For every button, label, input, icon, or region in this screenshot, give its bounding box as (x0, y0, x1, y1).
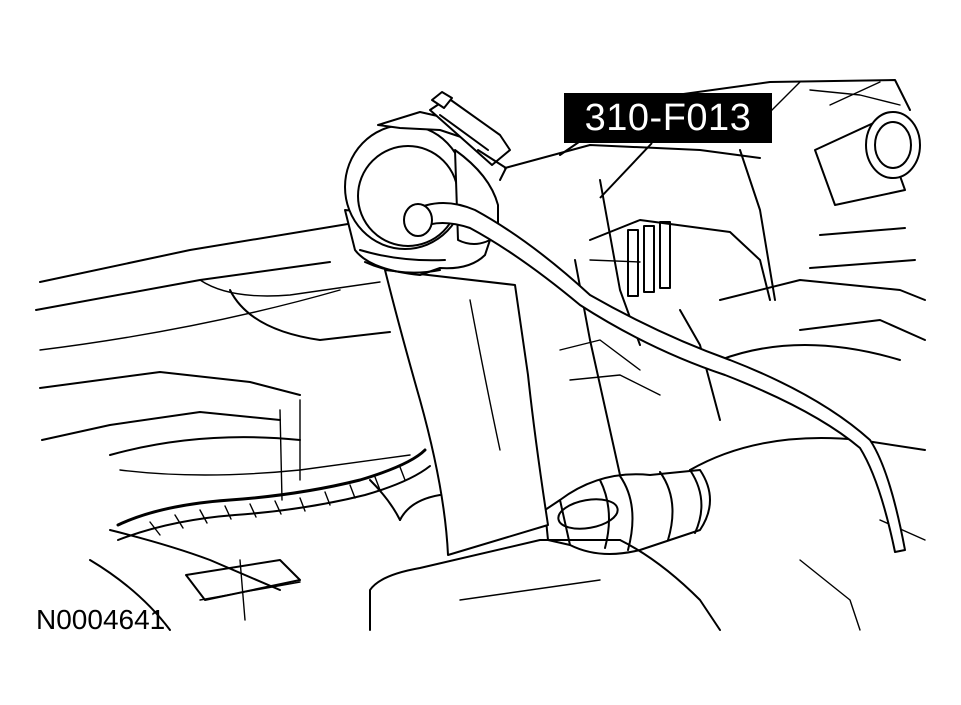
wiring-harness (116, 448, 431, 541)
engine-module-housing (504, 79, 926, 476)
figure-id-label: N0004641 (36, 604, 166, 635)
cylinder-boss (814, 111, 921, 206)
engine-background-lines (35, 221, 441, 631)
corrugated-tube (544, 469, 711, 555)
overflow-tube (403, 201, 906, 553)
callout-leader-line (599, 142, 653, 199)
spring-clamp (377, 91, 511, 181)
coolant-hose-vertical (384, 269, 549, 556)
lower-cover (369, 519, 926, 631)
tool-callout-label: 310-F013 (564, 93, 772, 143)
